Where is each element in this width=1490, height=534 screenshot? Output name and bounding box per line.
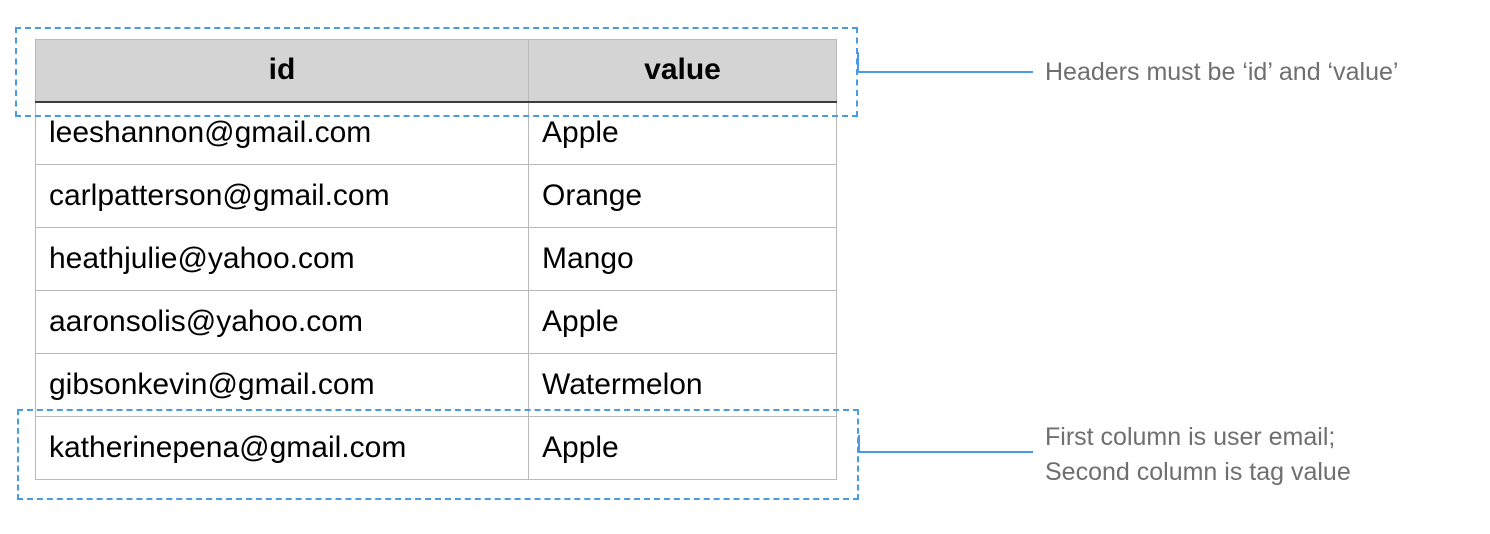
cell-id: heathjulie@yahoo.com	[35, 227, 529, 291]
header-highlight-box	[15, 27, 858, 117]
header-value: value	[528, 39, 837, 103]
cell-id: katherinepena@gmail.com	[35, 416, 529, 480]
cell-id: gibsonkevin@gmail.com	[35, 353, 529, 417]
cell-id: leeshannon@gmail.com	[35, 101, 529, 165]
rows-connector-line	[858, 435, 1033, 453]
table-row: katherinepena@gmail.com Apple	[35, 416, 837, 480]
table-row: gibsonkevin@gmail.com Watermelon	[35, 353, 837, 417]
cell-value: Watermelon	[528, 353, 837, 417]
headers-annotation: Headers must be ‘id’ and ‘value’	[1045, 55, 1398, 90]
cell-value: Apple	[528, 290, 837, 354]
cell-value: Mango	[528, 227, 837, 291]
columns-annotation-line2: Second column is tag value	[1045, 458, 1351, 486]
table-row: carlpatterson@gmail.com Orange	[35, 164, 837, 228]
data-table: id value leeshannon@gmail.com Apple carl…	[35, 39, 837, 480]
table-row: leeshannon@gmail.com Apple	[35, 101, 837, 165]
columns-annotation: First column is user email; Second colum…	[1045, 420, 1351, 490]
cell-id: carlpatterson@gmail.com	[35, 164, 529, 228]
cell-value: Apple	[528, 416, 837, 480]
header-id: id	[35, 39, 529, 103]
table-row: aaronsolis@yahoo.com Apple	[35, 290, 837, 354]
cell-id: aaronsolis@yahoo.com	[35, 290, 529, 354]
cell-value: Orange	[528, 164, 837, 228]
header-connector-line	[857, 52, 1033, 73]
row-highlight-box	[17, 409, 859, 500]
table-row: heathjulie@yahoo.com Mango	[35, 227, 837, 291]
columns-annotation-line1: First column is user email;	[1045, 423, 1336, 451]
headers-annotation-text: Headers must be ‘id’ and ‘value’	[1045, 58, 1399, 86]
table-header-row: id value	[35, 39, 837, 103]
